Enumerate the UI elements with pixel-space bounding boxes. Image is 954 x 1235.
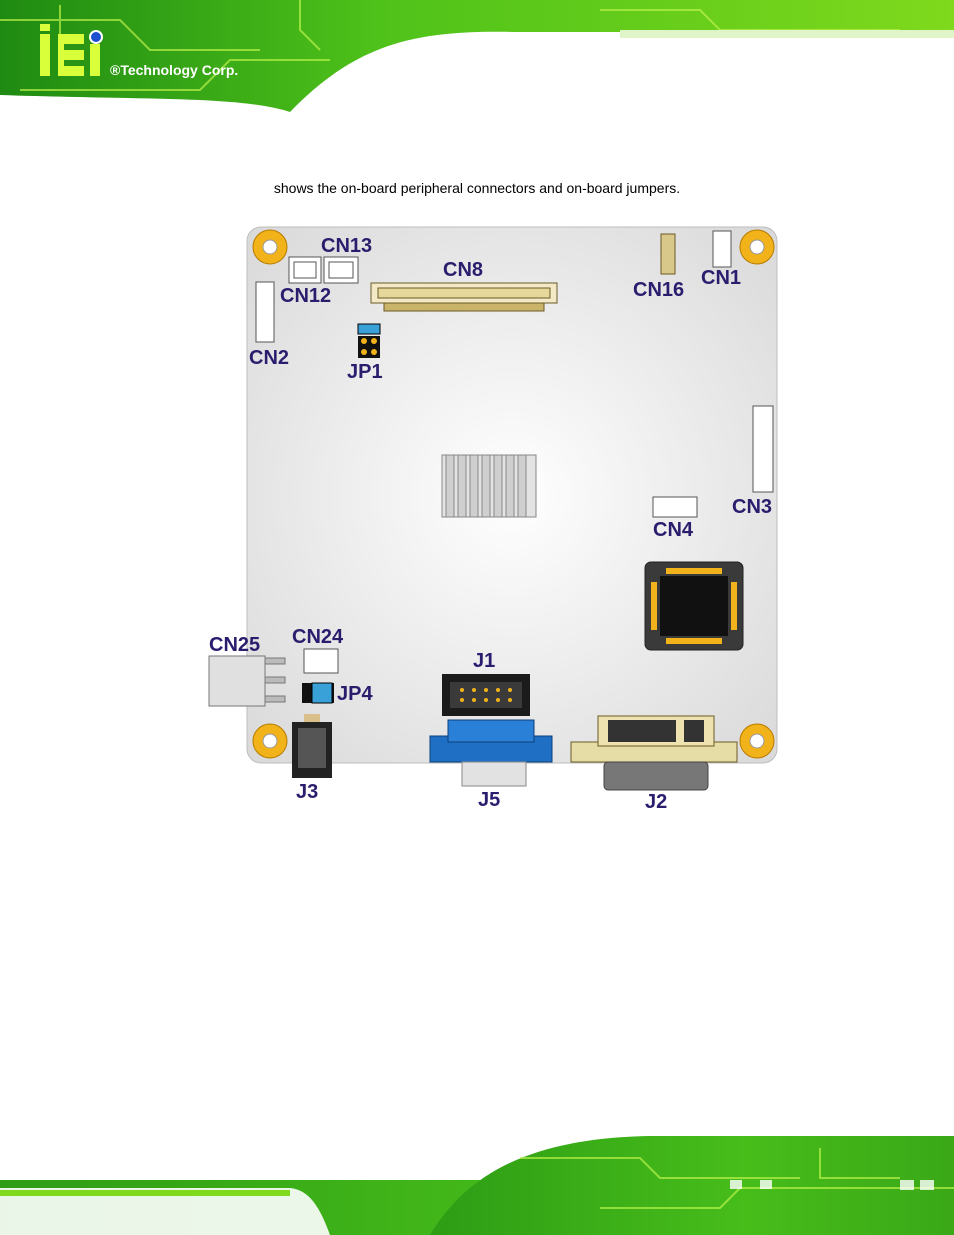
label-cn2: CN2 — [249, 347, 289, 369]
label-cn8: CN8 — [443, 259, 483, 281]
label-cn4: CN4 — [653, 519, 694, 541]
board-layout-diagram: CN13 CN12 CN8 CN16 CN1 CN2 JP1 CN3 CN4 C… — [208, 226, 778, 813]
j1-connector — [442, 674, 530, 716]
chip — [644, 561, 744, 651]
heatsink — [441, 454, 537, 518]
label-j3: J3 — [296, 781, 318, 803]
logo: ®Technology Corp. — [40, 24, 238, 78]
label-cn13: CN13 — [321, 235, 372, 257]
cn24-connector — [303, 648, 339, 674]
cn3-connector — [752, 405, 774, 493]
label-jp1: JP1 — [347, 361, 383, 383]
j3-connector — [292, 714, 332, 778]
figure-caption: shows the on-board peripheral connectors… — [273, 180, 681, 196]
header-banner: ®Technology Corp. — [0, 0, 954, 112]
cn13-connector — [323, 256, 359, 284]
label-j1: J1 — [473, 650, 495, 672]
cn16-connector — [660, 233, 676, 275]
cn2-connector — [255, 281, 275, 343]
j5-connector — [429, 719, 553, 787]
label-cn12: CN12 — [280, 285, 331, 307]
footer-banner — [0, 1136, 954, 1235]
label-cn24: CN24 — [292, 626, 344, 648]
cn12-connector — [288, 256, 322, 284]
label-cn25: CN25 — [209, 634, 260, 656]
jp4-jumper — [302, 682, 334, 704]
j2-connector — [570, 715, 738, 791]
label-j5: J5 — [478, 789, 500, 811]
label-cn16: CN16 — [633, 279, 684, 301]
cn8-connector — [370, 282, 558, 312]
logo-text: ®Technology Corp. — [110, 62, 238, 78]
cn1-connector — [712, 230, 732, 268]
cn4-connector — [652, 496, 698, 518]
label-jp4: JP4 — [337, 683, 373, 705]
label-cn1: CN1 — [701, 267, 741, 289]
label-j2: J2 — [645, 791, 667, 813]
label-cn3: CN3 — [732, 496, 772, 518]
cn25-connector — [208, 655, 286, 707]
jp1-jumper — [357, 323, 381, 358]
